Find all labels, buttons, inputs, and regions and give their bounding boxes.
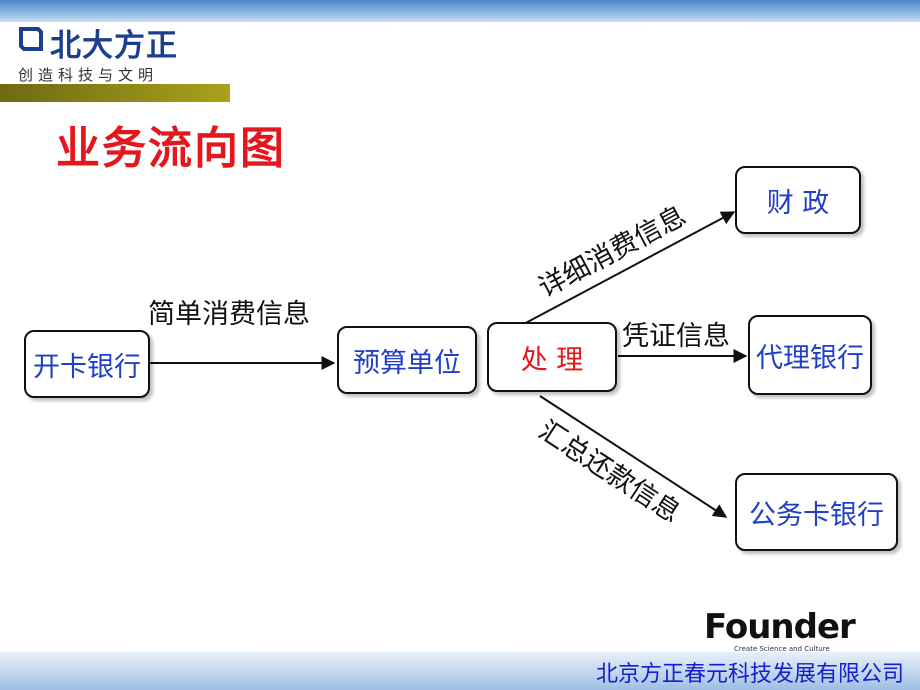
company-name: 北京方正春元科技发展有限公司 [595,662,904,687]
node-process-label: 处 理 [520,344,584,376]
company-logo: 北大方正 创造科技与文明 [12,20,187,90]
node-issuing-bank-label: 开卡银行 [33,351,141,383]
node-process: 处 理 [487,322,617,392]
page-title: 业务流向图 [56,123,286,174]
footer-bar [0,652,920,690]
node-finance: 财 政 [735,166,861,234]
logo-slogan: 创造科技与文明 [18,66,159,84]
founder-brand: Founder Create Science and Culture [704,607,856,653]
node-agent-bank-label: 代理银行 [756,342,864,374]
node-card-bank-label: 公务卡银行 [749,499,884,531]
node-finance-label: 财 政 [766,187,830,219]
node-card-bank: 公务卡银行 [735,473,898,551]
node-agent-bank: 代理银行 [748,315,872,395]
node-budget-unit: 预算单位 [337,326,477,394]
arrow-process-to-finance [519,211,736,327]
edge-label-voucher-info: 凭证信息 [622,321,730,352]
logo-name: 北大方正 [50,28,178,64]
node-issuing-bank: 开卡银行 [24,330,150,398]
founder-logo-icon [19,27,43,51]
logo-underline-bar [0,84,230,102]
arrow-process-to-card-bank [539,395,728,518]
founder-brand-tagline: Create Science and Culture [734,645,830,653]
header-bar [0,0,920,22]
edge-label-simple-info: 简单消费信息 [148,299,310,330]
node-budget-unit-label: 预算单位 [353,347,461,379]
founder-brand-name: Founder [704,607,856,647]
